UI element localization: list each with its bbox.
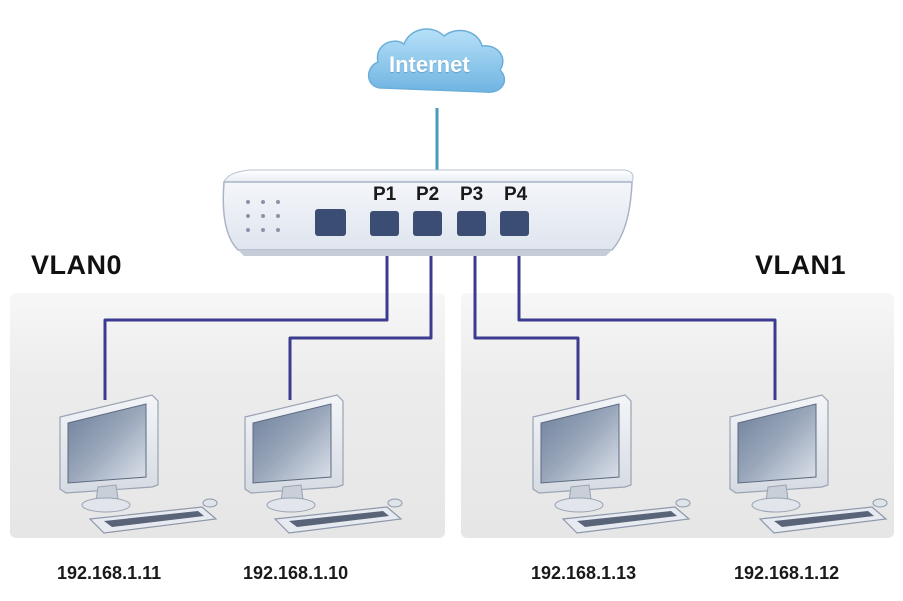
vlan0-label: VLAN0: [31, 250, 123, 280]
vlan1-label: VLAN1: [755, 250, 847, 280]
cable-p3: [473, 256, 580, 400]
port-p2: [413, 211, 442, 236]
port-label-p2: P2: [416, 184, 440, 205]
port-p1: [370, 211, 399, 236]
cloud-icon: [368, 28, 506, 93]
computer-icon: [59, 394, 218, 534]
port-label-p3: P3: [460, 184, 484, 205]
router-leds: [246, 200, 280, 232]
ip-label-pc3: 192.168.1.13: [531, 563, 637, 583]
cable-p4: [517, 256, 777, 400]
port-p3: [457, 211, 486, 236]
internet-label: Internet: [389, 52, 470, 77]
ip-label-pc2: 192.168.1.10: [243, 563, 349, 583]
router-icon: [222, 169, 634, 256]
cable-p1: [103, 256, 389, 400]
wan-port: [315, 209, 346, 236]
port-label-p4: P4: [504, 184, 528, 205]
port-p4: [500, 211, 529, 236]
port-label-p1: P1: [373, 184, 397, 205]
ip-label-pc4: 192.168.1.12: [734, 563, 840, 583]
cable-p2: [288, 256, 433, 400]
ip-label-pc1: 192.168.1.11: [57, 563, 162, 583]
